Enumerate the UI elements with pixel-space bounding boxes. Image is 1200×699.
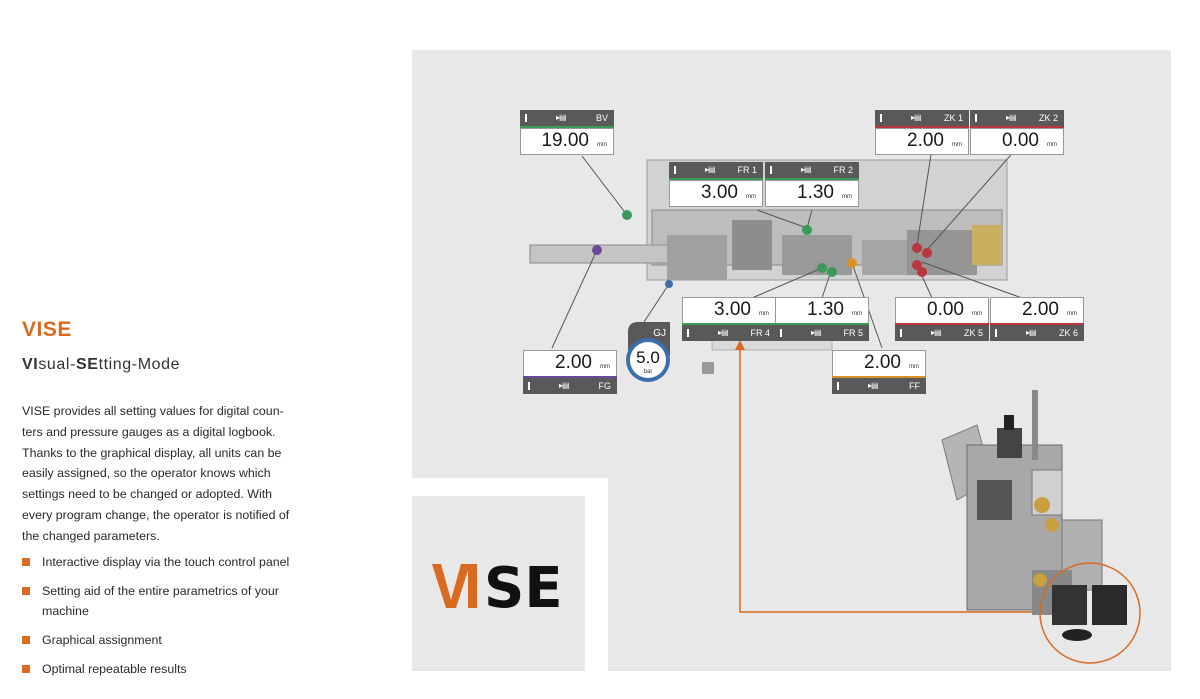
- gauge-header: ▸▤FR 2: [765, 162, 859, 178]
- gauge-setting-icon: ▸▤: [801, 165, 812, 174]
- machine-illustration: [529, 147, 1141, 664]
- gauge-header: ▸▤FR 1: [669, 162, 763, 178]
- gauge-setting-icon: ▸▤: [868, 381, 879, 390]
- list-item: Graphical assignment: [22, 631, 322, 651]
- gauge-header: ▸▤FR 4: [682, 325, 776, 341]
- gauge-setting-icon: ▸▤: [718, 328, 729, 337]
- subheading: VIsual-SEtting-Mode: [22, 356, 181, 373]
- pressure-gauge-code: GJ: [653, 328, 666, 339]
- gauge-header: ▸▤BV: [520, 110, 614, 126]
- bullet-square-icon: [22, 587, 30, 595]
- gauge-setting-icon: ▸▤: [911, 113, 922, 122]
- gauge-setting-icon: ▸▤: [931, 328, 942, 337]
- description-line: settings need to be changed or adopted. …: [22, 487, 273, 502]
- gauge-header: ▸▤ZK 2: [970, 110, 1064, 126]
- gauge-setting-icon: ▸▤: [811, 328, 822, 337]
- gauge-header: ▸▤ZK 6: [990, 325, 1084, 341]
- vise-logo: SE: [432, 560, 563, 610]
- bullet-square-icon: [22, 635, 30, 644]
- bullet-square-icon: [22, 664, 30, 673]
- gauge-header: ▸▤FF: [832, 378, 926, 394]
- feature-list: Interactive display via the touch contro…: [22, 553, 322, 689]
- description-line: VISE provides all setting values for dig…: [22, 404, 284, 418]
- gauge-header: ▸▤ZK 5: [895, 325, 989, 341]
- list-item: Interactive display via the touch contro…: [22, 553, 322, 573]
- bullet-square-icon: [22, 558, 30, 566]
- description-line: Thanks to the graphical display, all uni…: [22, 445, 282, 460]
- gauge-header: ▸▤ZK 1: [875, 110, 969, 126]
- description-line: easily assigned, so the operator knows w…: [22, 466, 271, 481]
- list-item: Optimal repeatable results: [22, 660, 322, 680]
- gauge-setting-icon: ▸▤: [1006, 113, 1017, 122]
- gauge-header: ▸▤FR 5: [775, 325, 869, 341]
- list-item: Setting aid of the entire parametrics of…: [22, 582, 322, 602]
- pressure-gauge-unit: bar: [644, 369, 653, 375]
- description-line: the changed parameters.: [22, 528, 160, 543]
- description-line: ters and pressure gauges as a digital lo…: [22, 424, 276, 439]
- list-item-continued: machine: [42, 603, 89, 618]
- pressure-gauge-value: 5.0: [636, 348, 660, 367]
- gauge-setting-icon: ▸▤: [559, 381, 570, 390]
- description: VISE provides all setting values for dig…: [22, 401, 307, 547]
- heading: VISE: [22, 318, 72, 341]
- gauge-header: ▸▤FG: [523, 378, 617, 394]
- description-line: every program change, the operator is no…: [22, 507, 290, 522]
- gauge-setting-icon: ▸▤: [705, 165, 716, 174]
- unit-detail-illustration: [941, 390, 1141, 664]
- gauge-setting-icon: ▸▤: [556, 113, 567, 122]
- logo-se-text: SE: [484, 560, 563, 610]
- gauge-setting-icon: ▸▤: [1026, 328, 1037, 337]
- pressure-gauge-gj: GJ 5.0 bar: [626, 322, 670, 382]
